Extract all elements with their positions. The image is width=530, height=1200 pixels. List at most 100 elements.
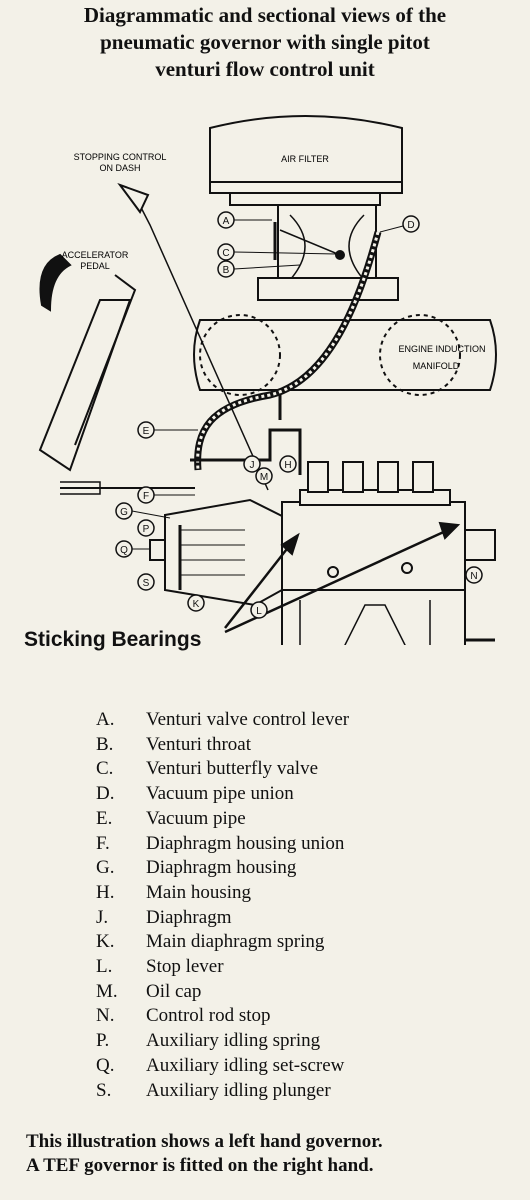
svg-text:N: N <box>470 571 477 582</box>
venturi-body <box>277 204 377 284</box>
callout-h: H <box>279 455 297 473</box>
svg-text:H: H <box>284 460 291 471</box>
svg-text:L: L <box>256 606 262 617</box>
svg-text:F: F <box>143 491 149 502</box>
svg-text:P: P <box>143 524 150 535</box>
legend-item: C. Venturi butterfly valve <box>96 757 349 782</box>
diaphragm-housing <box>164 498 302 607</box>
legend-item: G. Diaphragm housing <box>96 856 349 881</box>
callout-e: E <box>137 421 198 439</box>
legend-item: K. Main diaphragm spring <box>96 930 349 955</box>
callout-d: D <box>379 215 420 233</box>
parts-legend: A. Venturi valve control lever B.Venturi … <box>96 708 349 1103</box>
stopping-control-label-1: STOPPING CONTROL <box>74 152 167 162</box>
legend-text: Auxiliary idling plunger <box>146 1079 331 1101</box>
legend-item: E. Vacuum pipe <box>96 807 349 832</box>
callout-a: A <box>217 211 272 229</box>
fuel-injection-pump <box>281 501 466 645</box>
legend-item: L.Stop lever <box>96 955 349 980</box>
legend-item: H. Main housing <box>96 881 349 906</box>
legend-letter: P. <box>96 1030 110 1052</box>
legend-item: A. Venturi valve control lever <box>96 708 349 733</box>
callout-f: F <box>137 486 195 504</box>
air-filter-label: AIR FILTER <box>281 154 329 164</box>
legend-text: Diaphragm housing <box>146 857 297 879</box>
engine-induction-manifold <box>193 319 497 391</box>
svg-text:D: D <box>407 220 414 231</box>
legend-text: Venturi throat <box>146 733 252 755</box>
svg-text:G: G <box>120 507 128 518</box>
legend-text: Oil cap <box>146 980 202 1002</box>
callout-p: P <box>137 519 155 537</box>
legend-text: Control rod stop <box>146 1005 271 1027</box>
legend-letter: S. <box>96 1079 112 1101</box>
air-filter-neck <box>229 193 381 206</box>
callout-c: C <box>217 243 337 261</box>
legend-item: D. Vacuum pipe union <box>96 782 349 807</box>
footer-note: This illustration shows a left hand gove… <box>26 1130 383 1178</box>
legend-letter: H. <box>96 881 115 903</box>
legend-text: Venturi butterfly valve <box>146 758 319 780</box>
callout-l: L <box>250 601 268 619</box>
svg-text:J: J <box>250 460 255 471</box>
footer-line-1: This illustration shows a left hand gove… <box>26 1131 383 1152</box>
callout-g: G <box>115 502 171 520</box>
legend-item: Q. Auxiliary idling set-screw <box>96 1054 349 1079</box>
legend-text: Venturi valve control lever <box>146 709 350 730</box>
legend-letter: L. <box>96 956 113 978</box>
legend-text: Main housing <box>146 881 252 903</box>
legend-item: F. Diaphragm housing union <box>96 832 349 857</box>
legend-letter: F. <box>96 832 110 854</box>
legend-text: Auxiliary idling spring <box>146 1030 321 1052</box>
legend-item: J. Diaphragm <box>96 906 349 931</box>
legend-letter: G. <box>96 857 115 879</box>
pump-outlets <box>307 461 434 493</box>
legend-letter: N. <box>96 1005 115 1027</box>
legend-text: Vacuum pipe <box>146 807 246 829</box>
legend-text: Diaphragm housing union <box>146 832 345 854</box>
legend-text: Diaphragm <box>146 906 232 928</box>
accelerator-pedal <box>39 253 72 312</box>
legend-letter: K. <box>96 931 115 953</box>
callout-b: B <box>217 260 301 278</box>
legend-item: B.Venturi throat <box>96 733 349 758</box>
legend-letter: Q. <box>96 1054 115 1076</box>
callout-n: N <box>465 566 483 584</box>
callout-m: M <box>255 467 273 485</box>
engine-induction-label: ENGINE INDUCTION <box>398 344 485 354</box>
title-line-2: pneumatic governor with single pitot <box>100 30 430 54</box>
sticking-bearings-annotation: Sticking Bearings <box>24 628 202 651</box>
callout-q: Q <box>115 540 150 558</box>
legend-letter: J. <box>96 906 109 928</box>
svg-text:A: A <box>223 216 230 227</box>
legend-item: M.Oil cap <box>96 980 349 1005</box>
legend-text: Main diaphragm spring <box>146 931 325 953</box>
accelerator-label-2: PEDAL <box>80 261 110 271</box>
svg-text:C: C <box>222 248 229 259</box>
page-title: Diagrammatic and sectional views of the … <box>0 2 530 83</box>
legend-letter: E. <box>96 807 113 829</box>
stopping-control-label-2: ON DASH <box>99 163 140 173</box>
title-line-3: venturi flow control unit <box>155 57 375 81</box>
legend-item: N. Control rod stop <box>96 1004 349 1029</box>
svg-text:K: K <box>193 599 200 610</box>
legend-item: S. Auxiliary idling plunger <box>96 1079 349 1104</box>
callout-s: S <box>137 573 155 591</box>
svg-text:E: E <box>143 426 150 437</box>
svg-text:S: S <box>143 578 150 589</box>
legend-letter: D. <box>96 783 115 805</box>
accelerator-label-1: ACCELERATOR <box>62 250 129 260</box>
legend-text: Auxiliary idling set-screw <box>146 1054 345 1076</box>
callout-k: K <box>187 594 205 612</box>
air-filter <box>209 115 403 194</box>
legend-text: Vacuum pipe union <box>146 783 294 805</box>
svg-text:M: M <box>260 472 268 483</box>
title-line-1: Diagrammatic and sectional views of the <box>83 3 447 27</box>
footer-line-2: A TEF governor is fitted on the right ha… <box>26 1155 374 1176</box>
legend-item: P. Auxiliary idling spring <box>96 1029 349 1054</box>
governor-diagram: AIR FILTER STOPPING CONTROL ON DASH ACCE… <box>38 115 497 645</box>
manifold-label: MANIFOLD <box>413 361 460 371</box>
legend-letter: C. <box>96 758 114 780</box>
legend-letter: A. <box>96 709 115 730</box>
svg-text:B: B <box>223 265 230 276</box>
